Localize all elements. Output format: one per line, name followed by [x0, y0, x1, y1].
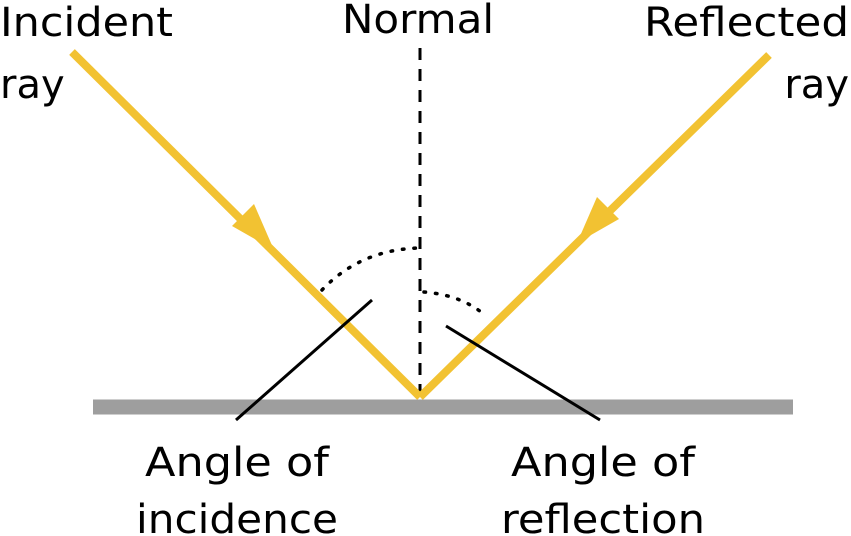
reflection-angle-label-line2: reflection	[501, 497, 705, 536]
reflected-ray-label-line2: ray	[784, 62, 849, 108]
reflection-angle-arc	[422, 290, 488, 318]
incident-arrowhead	[232, 204, 274, 250]
incidence-angle-arc	[320, 246, 420, 292]
incidence-angle-label-line1: Angle of	[145, 440, 330, 486]
reflected-arrowhead	[577, 197, 619, 243]
incident-ray-label-line2: ray	[0, 62, 65, 108]
reflection-leader-line	[445, 324, 601, 422]
reflected-ray-label-line1: Reflected	[644, 0, 849, 46]
incident-ray-label-line1: Incident	[0, 0, 173, 46]
reflection-angle-label-line1: Angle of	[511, 440, 696, 486]
incidence-leader-line	[235, 298, 373, 422]
normal-label: Normal	[342, 0, 494, 43]
incidence-angle-label-line2: incidence	[136, 497, 338, 536]
